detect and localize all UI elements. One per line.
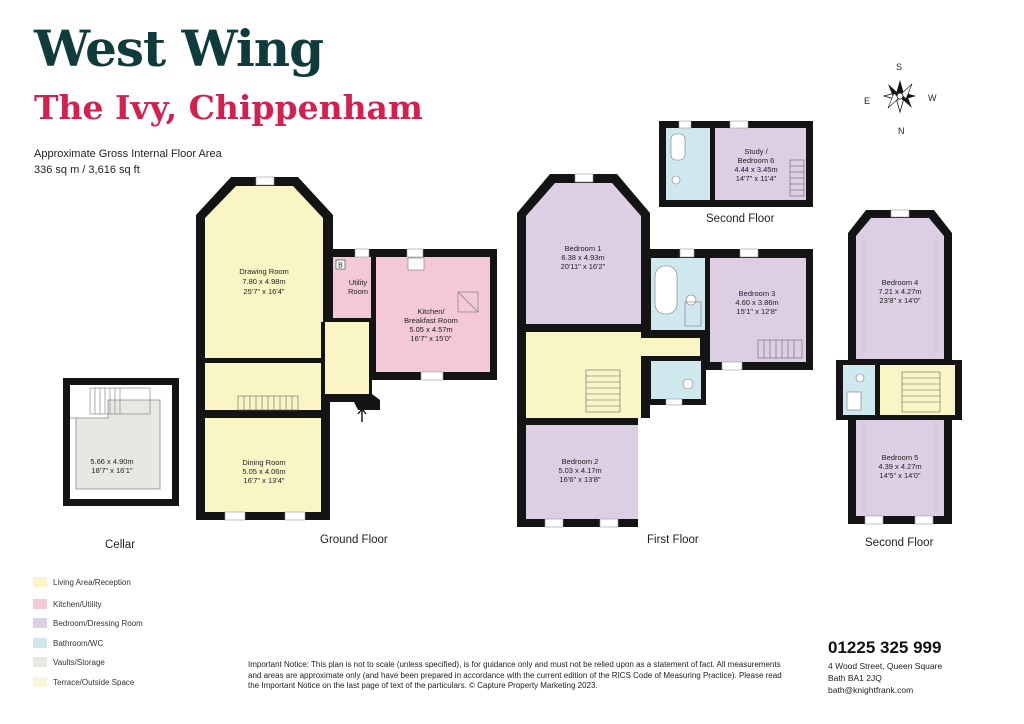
cellar-ft: 18'7" x 16'1" <box>91 466 132 475</box>
bed1-name: Bedroom 1 <box>565 244 602 253</box>
utility-l1: Utility <box>349 278 368 287</box>
area-label: Approximate Gross Internal Floor Area <box>34 148 222 160</box>
area-value: 336 sq m / 3,616 sq ft <box>34 164 140 176</box>
legend-text-bedroom: Bedroom/Dressing Room <box>53 618 143 628</box>
legend-swatch-bedroom <box>33 618 47 628</box>
legend-text-terrace: Terrace/Outside Space <box>53 677 135 687</box>
legend-text-storage: Vaults/Storage <box>53 657 105 667</box>
legend-item-storage: Vaults/Storage <box>33 656 105 668</box>
second-floor-study-plan: Study / Bedroom 6 4.44 x 3.45m 14'7" x 1… <box>659 120 813 207</box>
bed4-name: Bedroom 4 <box>882 278 919 287</box>
legend-item-terrace: Terrace/Outside Space <box>33 676 134 688</box>
study-l1: Study / <box>744 147 768 156</box>
bed4-ft: 23'8" x 14'0" <box>879 296 920 305</box>
compass-s: S <box>896 62 902 72</box>
legend-item-kitchen: Kitchen/Utility <box>33 598 101 610</box>
page-title: West Wing <box>34 19 324 78</box>
cellar-m: 5.66 x 4.90m <box>90 457 133 466</box>
bed5-ft: 14'5" x 14'0" <box>879 471 920 480</box>
page-subtitle: The Ivy, Chippenham <box>34 88 423 127</box>
contact-address-line2: Bath BA1 2JQ <box>828 673 882 683</box>
study-m: 4.44 x 3.45m <box>734 165 777 174</box>
bed5-m: 4.39 x 4.27m <box>878 462 921 471</box>
second-floor-bedrooms-plan: Bedroom 4 7.21 x 4.27m 23'8" x 14'0" Bed… <box>836 209 962 525</box>
drawing-m: 7.80 x 4.98m <box>242 277 285 286</box>
legend-swatch-bathroom <box>33 638 47 648</box>
bed3-m: 4.60 x 3.86m <box>735 298 778 307</box>
compass-e: E <box>864 96 870 106</box>
floor-label-first: First Floor <box>647 534 699 546</box>
bed1-ft: 20'11" x 16'2" <box>561 262 606 271</box>
floor-label-second-study: Second Floor <box>706 213 775 225</box>
contact-address-line1: 4 Wood Street, Queen Square <box>828 661 943 671</box>
compass-n: N <box>898 126 905 136</box>
legend-swatch-kitchen <box>33 599 47 609</box>
bed4-m: 7.21 x 4.27m <box>878 287 921 296</box>
bed2-ft: 16'6" x 13'8" <box>559 475 600 484</box>
kitchen-m: 5.05 x 4.57m <box>409 325 452 334</box>
legend-item-bathroom: Bathroom/WC <box>33 637 103 649</box>
study-ft: 14'7" x 11'4" <box>736 174 777 183</box>
legend-text-living: Living Area/Reception <box>53 577 131 587</box>
contact-phone[interactable]: 01225 325 999 <box>828 638 942 657</box>
legend-item-living: Living Area/Reception <box>33 576 131 588</box>
first-floor-plan: Bedroom 1 6.38 x 4.93m 20'11" x 16'2" Be… <box>517 173 813 528</box>
utility-l2: Room <box>348 287 368 296</box>
legend-item-bedroom: Bedroom/Dressing Room <box>33 617 143 629</box>
kitchen-l1: Kitchen/ <box>417 307 445 316</box>
cellar-plan: 5.66 x 4.90m 18'7" x 16'1" <box>63 378 179 506</box>
legend-swatch-terrace <box>33 677 47 687</box>
compass-w: W <box>928 93 937 103</box>
legend-text-kitchen: Kitchen/Utility <box>53 599 102 609</box>
kitchen-l2: Breakfast Room <box>404 316 458 325</box>
dining-ft: 16'7" x 13'4" <box>243 476 284 485</box>
legend-text-bathroom: Bathroom/WC <box>53 638 104 648</box>
kitchen-ft: 16'7" x 15'0" <box>410 334 451 343</box>
bed2-m: 5.03 x 4.17m <box>558 466 601 475</box>
important-notice: Important Notice: This plan is not to sc… <box>248 660 782 690</box>
drawing-name: Drawing Room <box>239 267 289 276</box>
boiler-mark: B <box>338 263 343 270</box>
compass-icon: S N E W <box>864 62 937 136</box>
legend-swatch-living <box>33 577 47 587</box>
floor-label-cellar: Cellar <box>105 539 136 551</box>
floor-label-second-bedrooms: Second Floor <box>865 537 934 549</box>
legend-swatch-storage <box>33 657 47 667</box>
bed1-m: 6.38 x 4.93m <box>561 253 604 262</box>
bed3-name: Bedroom 3 <box>739 289 776 298</box>
dining-name: Dining Room <box>242 458 285 467</box>
bed2-name: Bedroom 2 <box>562 457 599 466</box>
floor-label-ground: Ground Floor <box>320 534 388 546</box>
contact-email[interactable]: bath@knightfrank.com <box>828 685 914 695</box>
bed3-ft: 15'1" x 12'8" <box>736 307 777 316</box>
drawing-ft: 25'7" x 16'4" <box>243 287 284 296</box>
dining-m: 5.05 x 4.06m <box>242 467 285 476</box>
bed5-name: Bedroom 5 <box>882 453 919 462</box>
study-l2: Bedroom 6 <box>738 156 775 165</box>
ground-floor-plan: B Drawing Room 7.80 x 4.98m 25'7" x 16'4… <box>196 176 497 521</box>
